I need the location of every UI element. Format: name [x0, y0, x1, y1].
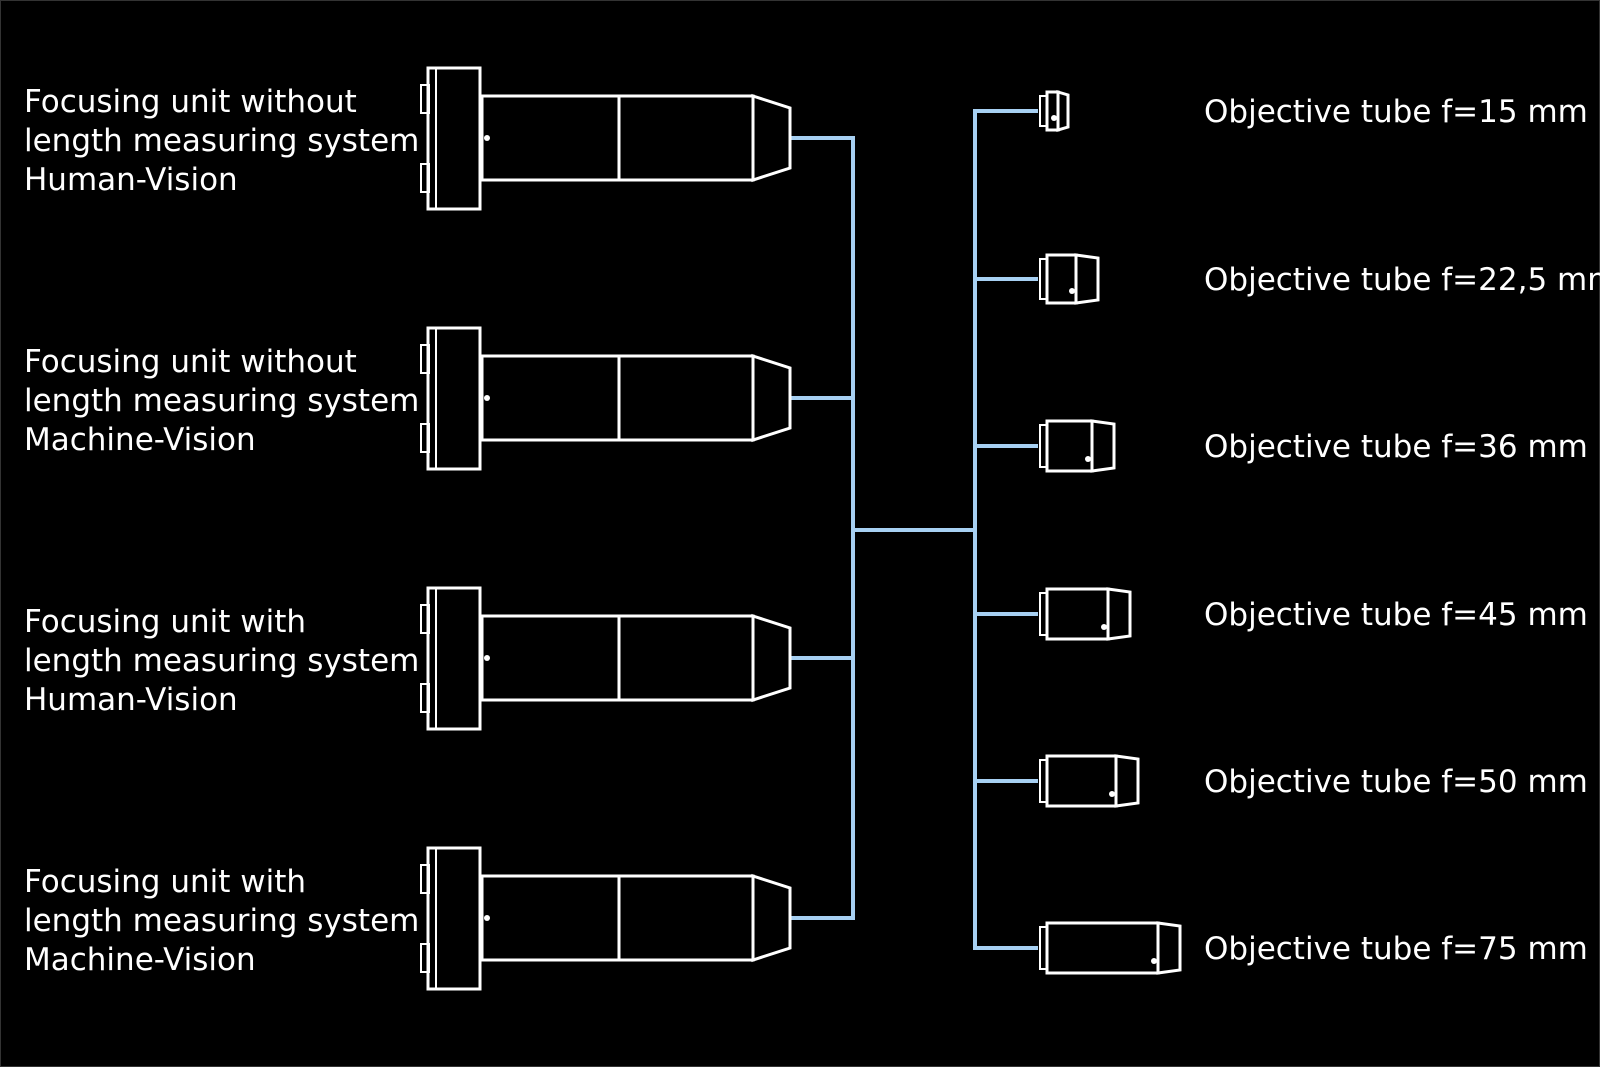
objective-tube-label: Objective tube f=36 mm	[1204, 429, 1588, 465]
nose-cone	[751, 93, 792, 183]
nose-cone	[751, 873, 792, 963]
knob-top	[420, 864, 430, 894]
focusing-unit-label-line: Human-Vision	[24, 682, 238, 718]
knob-top	[420, 604, 430, 634]
focusing-unit-label-line: length measuring system	[24, 643, 419, 679]
knob-bottom	[420, 943, 430, 973]
flange-outline	[426, 846, 482, 991]
focusing-unit-label-line: Machine-Vision	[24, 422, 256, 458]
objective-tube-label: Objective tube f=15 mm	[1204, 94, 1588, 130]
tube-front	[1114, 754, 1140, 808]
objective-tube-3: Objective tube f=36 mm	[1039, 419, 1588, 473]
knob-top	[420, 344, 430, 374]
focusing-unit-label-line: Machine-Vision	[24, 942, 256, 978]
tube-front	[1156, 921, 1182, 975]
knob-bottom	[420, 423, 430, 453]
connector-lines	[790, 109, 1038, 950]
marker-dot	[484, 135, 490, 141]
tube-front	[1056, 89, 1070, 133]
focusing-unit-label-line: length measuring system	[24, 123, 419, 159]
tube-marker-dot	[1151, 958, 1157, 964]
focusing-unit-label-line: Focusing unit with	[24, 604, 306, 640]
objective-tube-5: Objective tube f=50 mm	[1039, 754, 1588, 808]
tube-front	[1106, 587, 1132, 641]
focusing-unit-label-line: Focusing unit without	[24, 344, 357, 380]
knob-bottom	[420, 683, 430, 713]
objective-tube-1: Objective tube f=15 mm	[1039, 89, 1588, 133]
flange-outline	[426, 326, 482, 471]
marker-dot	[484, 655, 490, 661]
tube-marker-dot	[1085, 456, 1091, 462]
tube-front	[1074, 253, 1100, 305]
focusing-unit-label-line: length measuring system	[24, 383, 419, 419]
objective-tubes: Objective tube f=15 mm Objective tube f=2…	[1039, 89, 1600, 975]
marker-dot	[484, 915, 490, 921]
knob-bottom	[420, 163, 430, 193]
tube-marker-dot	[1051, 115, 1057, 121]
flange-outline	[426, 66, 482, 211]
objective-tube-label: Objective tube f=22,5 mm	[1204, 262, 1600, 298]
objective-tube-label: Objective tube f=45 mm	[1204, 597, 1588, 633]
objective-tube-label: Objective tube f=75 mm	[1204, 931, 1588, 967]
focusing-unit-label-line: length measuring system	[24, 903, 419, 939]
tube-marker-dot	[1101, 624, 1107, 630]
tube-marker-dot	[1109, 791, 1115, 797]
tube-front	[1090, 419, 1116, 473]
nose-cone	[751, 353, 792, 443]
focusing-unit-label-line: Focusing unit without	[24, 84, 357, 120]
objective-tube-label: Objective tube f=50 mm	[1204, 764, 1588, 800]
nose-cone	[751, 613, 792, 703]
objective-tube-6: Objective tube f=75 mm	[1039, 921, 1588, 975]
knob-top	[420, 84, 430, 114]
objective-tube-2: Objective tube f=22,5 mm	[1039, 253, 1600, 305]
objective-tube-4: Objective tube f=45 mm	[1039, 587, 1588, 641]
focusing-unit-label-line: Human-Vision	[24, 162, 238, 198]
focusing-unit-label-line: Focusing unit with	[24, 864, 306, 900]
flange-outline	[426, 586, 482, 731]
tube-marker-dot	[1069, 288, 1075, 294]
marker-dot	[484, 395, 490, 401]
